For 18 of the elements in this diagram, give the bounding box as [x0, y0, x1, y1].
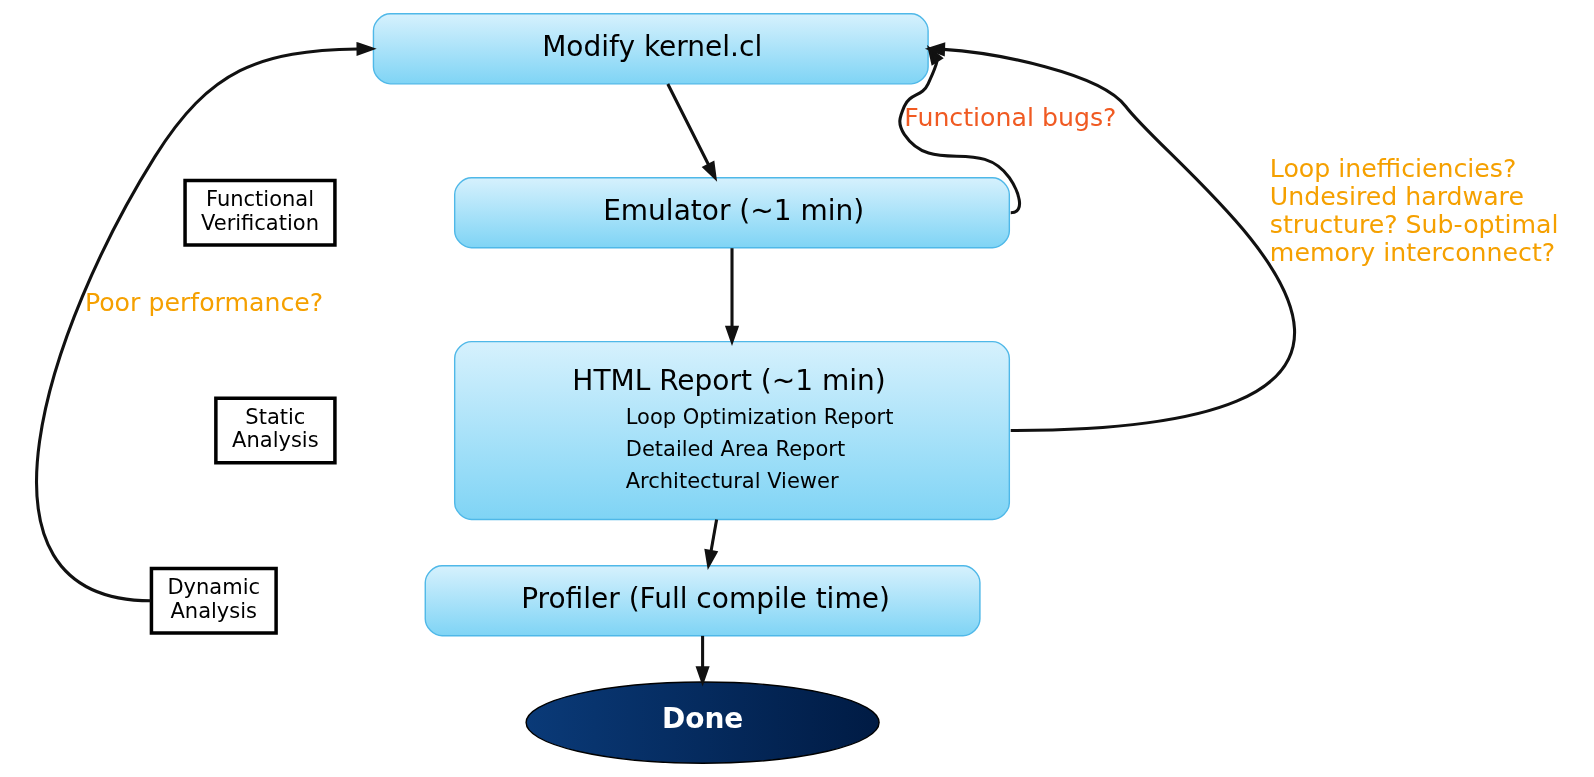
arrow [666, 83, 718, 182]
node-box: Functional Verification [183, 178, 337, 247]
edge-label: Poor performance? [84, 288, 324, 318]
arrow [704, 519, 719, 570]
arrow [35, 41, 377, 603]
node-box: Dynamic Analysis [149, 566, 278, 635]
node-ellipse: Done [525, 681, 880, 764]
edge-label: Functional bugs? [904, 103, 1117, 133]
node-box: HTML Report (~1 min) Loop Optimization Report Detailed Area Report Architectural Viewer [454, 340, 1011, 521]
arrow [724, 248, 740, 347]
arrow [898, 44, 1022, 215]
node-box: Profiler (Full compile time) [424, 564, 981, 637]
arrow [695, 635, 710, 687]
edge-label: Loop inefficiencies? Undesired hardware structure? Sub-optimal memory interconnect? [1269, 153, 1559, 267]
arrow [924, 42, 1296, 433]
node-box: Emulator (~1 min) [454, 177, 1011, 249]
node-box: Modify kernel.cl [372, 13, 929, 85]
node-box: Static Analysis [214, 396, 337, 465]
